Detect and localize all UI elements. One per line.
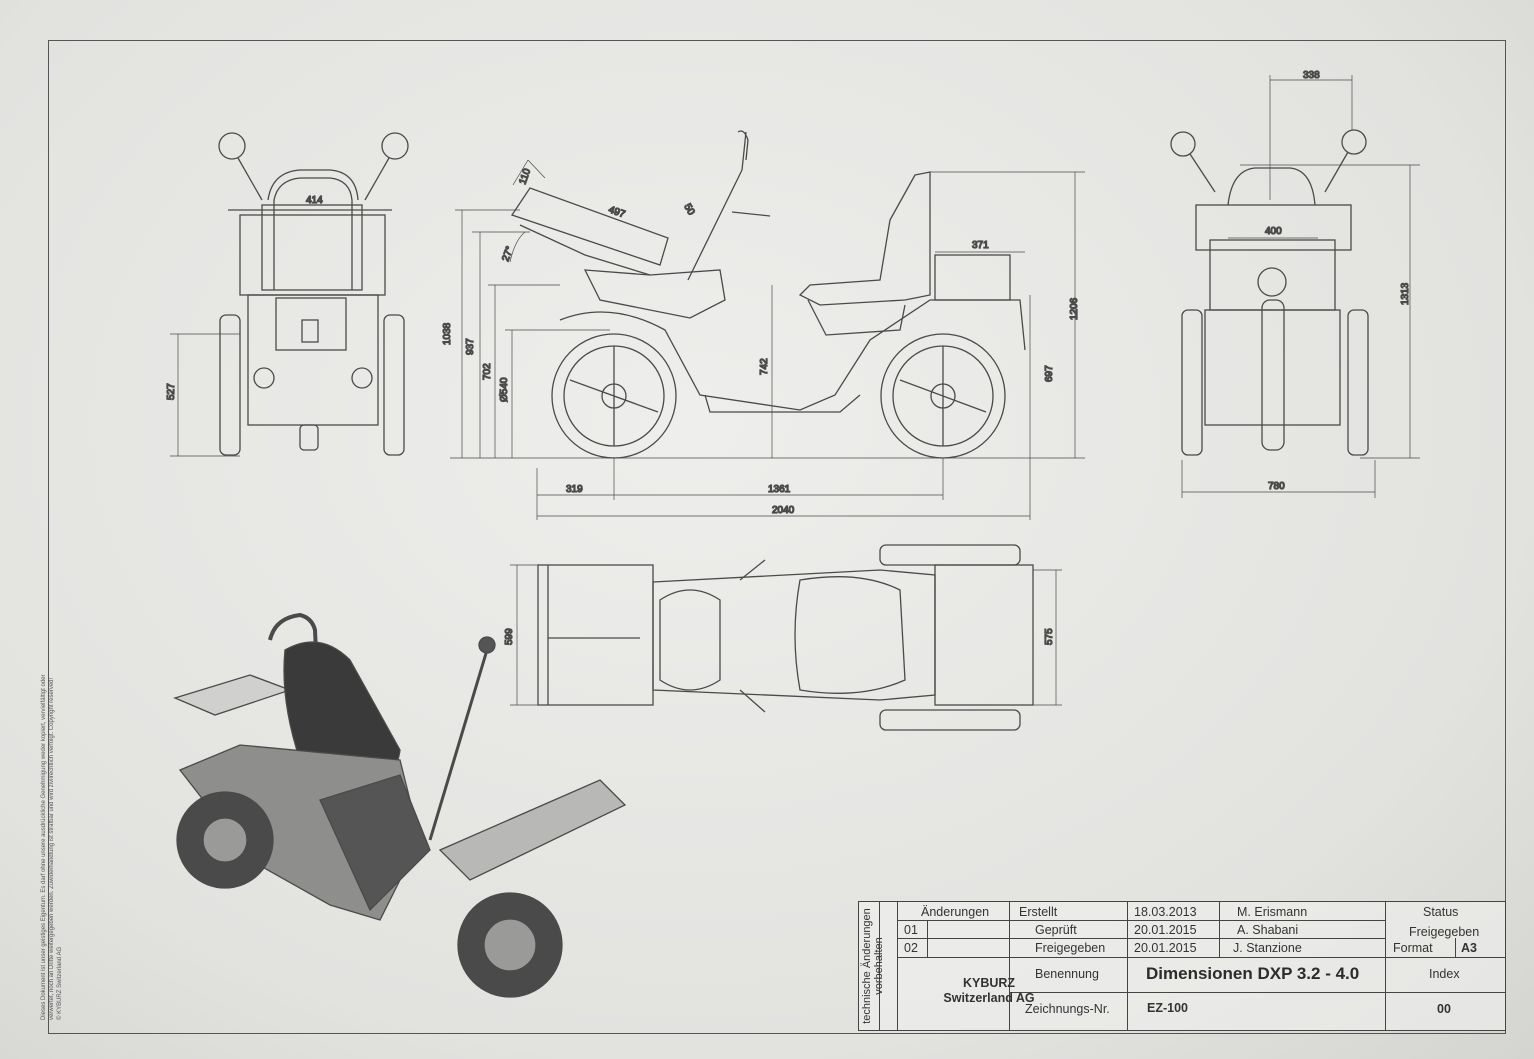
dim-side-27deg: 27° [500, 245, 516, 263]
dim-rear-780: 780 [1268, 481, 1285, 492]
top-rear-wheel-left [879, 544, 1021, 566]
rear-mirror-left [1170, 131, 1196, 157]
top-front-box [537, 564, 654, 706]
tb-status-value: Freigegeben [1409, 925, 1480, 939]
dim-side-1361: 1361 [768, 484, 791, 495]
dim-rear-400: 400 [1265, 226, 1282, 237]
tb-erstellt-name: M. Erismann [1237, 905, 1308, 919]
dim-side-497: 497 [607, 204, 627, 220]
tb-benennung-value: Dimensionen DXP 3.2 - 4.0 [1146, 964, 1360, 983]
dim-side-540: Ø540 [499, 377, 510, 402]
dim-rear-1313: 1313 [1400, 282, 1411, 305]
top-rear-wheel-right [879, 709, 1021, 731]
rear-view: 338 400 1313 780 [1170, 69, 1420, 498]
top-rear-box [934, 564, 1034, 706]
tb-geprueft-name: A. Shabani [1237, 923, 1299, 937]
tb-zeichnung-value: EZ-100 [1147, 1001, 1188, 1015]
dim-side-697: 697 [1044, 365, 1055, 382]
front-wheel-right [383, 314, 405, 456]
tb-erstellt-date: 18.03.2013 [1134, 905, 1197, 919]
dim-side-742: 742 [759, 358, 770, 375]
tb-index-value: 00 [1437, 1002, 1451, 1016]
dim-side-50: 50 [681, 202, 696, 218]
dim-side-2040: 2040 [772, 505, 795, 516]
dim-top-599: 599 [504, 628, 515, 645]
dim-side-1206: 1206 [1069, 297, 1080, 320]
iso-mirror [478, 636, 496, 654]
rear-mirror-right [1341, 129, 1367, 155]
dim-side-371: 371 [972, 240, 989, 251]
dim-side-319: 319 [566, 484, 583, 495]
tb-geprueft-date: 20.01.2015 [1134, 923, 1197, 937]
top-seat [794, 576, 906, 694]
tb-changes-header: Änderungen [921, 905, 990, 919]
isometric-render [173, 612, 627, 998]
dim-top-575: 575 [1044, 628, 1055, 645]
rear-wheel-left [1181, 309, 1203, 456]
tb-geprueft-label: Geprüft [1035, 923, 1077, 937]
top-view: 599 575 [503, 544, 1062, 731]
sheet-border [48, 40, 1506, 1034]
tb-index-label: Index [1429, 967, 1460, 981]
tb-company-line-2: Switzerland AG [943, 991, 1035, 1005]
tb-erstellt-label: Erstellt [1019, 905, 1058, 919]
tb-company: KYBURZ Switzerland AG [939, 976, 1039, 1006]
dim-rear-338: 338 [1303, 70, 1320, 81]
tb-benennung-label: Benennung [1035, 967, 1099, 981]
front-wheel-left [219, 314, 241, 456]
tb-format-value: A3 [1461, 941, 1477, 955]
dim-side-1038: 1038 [442, 322, 453, 345]
front-mirror-right [381, 132, 409, 160]
dim-side-110: 110 [517, 167, 533, 186]
tb-format-label: Format [1393, 941, 1433, 955]
rear-center-wheel [1261, 299, 1285, 451]
tb-vertical-label: technische Änderungen vorbehalten [861, 908, 885, 1024]
tb-freigegeben-label: Freigegeben [1035, 941, 1106, 955]
title-block: technische Änderungen vorbehalten Änderu… [858, 901, 1506, 1031]
dim-front-527: 527 [166, 383, 177, 400]
tb-rev-01: 01 [904, 923, 918, 937]
tb-company-line-1: KYBURZ [962, 976, 1016, 990]
dim-side-702: 702 [482, 363, 493, 380]
dim-side-937: 937 [465, 338, 476, 355]
side-view: 110 497 50 27° 371 1038 937 702 Ø540 742… [441, 130, 1085, 520]
tb-rev-02: 02 [904, 941, 918, 955]
front-mirror-left [218, 132, 246, 160]
front-view: 414 527 [165, 132, 409, 457]
tb-zeichnung-label: Zeichnungs-Nr. [1025, 1002, 1110, 1016]
tb-freigegeben-name: J. Stanzione [1233, 941, 1302, 955]
tb-freigegeben-date: 20.01.2015 [1134, 941, 1197, 955]
tb-status-label: Status [1423, 905, 1459, 919]
rear-wheel-right [1347, 309, 1369, 456]
dim-front-414: 414 [306, 195, 323, 206]
